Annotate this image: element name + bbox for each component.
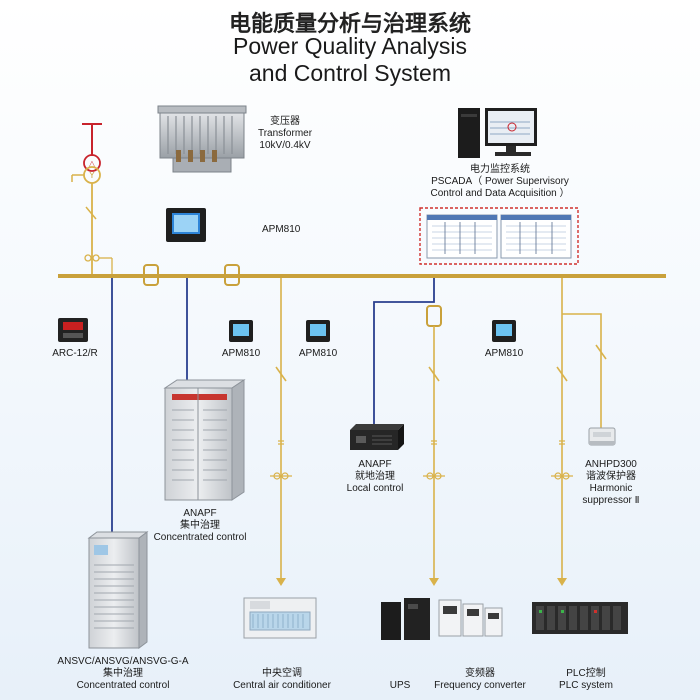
transformer-label-cn: 变压器 <box>270 116 300 127</box>
arc-12r-device-icon <box>58 318 88 342</box>
arc-12r-label: ARC-12/R <box>52 348 98 359</box>
frequency-converter-label-en: Frequency converter <box>434 680 526 691</box>
apm810-meter-3-icon <box>492 320 516 342</box>
transformer-label-en: Transformer <box>257 128 313 139</box>
ups-image <box>381 598 430 640</box>
ansvc-label-desc: Concentrated control <box>76 680 170 691</box>
plc-label-en: PLC system <box>559 680 613 691</box>
ansvc-label-cn: 集中治理 <box>103 668 143 679</box>
anhpd300-label-cn: 谐波保护器 <box>586 471 636 482</box>
transformer-primary-coil-icon <box>83 154 101 172</box>
feeder-branches <box>275 278 607 578</box>
anapf-concentrated-label-cn: 集中治理 <box>180 520 220 531</box>
pscada-screenshot-1 <box>426 214 498 259</box>
aircon-label-cn: 中央空调 <box>262 668 302 679</box>
pscada-workstation-image <box>458 108 537 158</box>
aircon-label-en: Central air conditioner <box>233 680 331 691</box>
pscada-label: 电力监控系统 PSCADA（ Power Supervisory Control… <box>420 164 580 200</box>
signal-lines <box>111 278 435 538</box>
main-busbar <box>58 274 666 278</box>
anhpd300-label: ANHPD300 谐波保护器 Harmonic suppressor Ⅱ <box>568 459 654 507</box>
ansvc-label-model: ANSVC/ANSVG/ANSVG-G-A <box>57 656 189 667</box>
anapf-local-label-desc: Local control <box>346 483 404 494</box>
incoming-feeder: △ Y <box>71 123 113 276</box>
anapf-local-unit-image <box>350 424 404 450</box>
transformer-rating: 10kV/0.4kV <box>259 140 311 151</box>
apm810-label-3: APM810 <box>484 348 524 359</box>
plc-label: PLC控制 PLC system <box>546 668 626 692</box>
branch-ct-symbols <box>270 440 573 480</box>
anapf-concentrated-cabinet-image <box>163 379 246 501</box>
apm810-label-2: APM810 <box>298 348 338 359</box>
central-air-conditioner-image <box>243 597 317 639</box>
feeder-arrows <box>276 578 567 586</box>
title-english-line1: Power Quality Analysis <box>233 33 467 59</box>
apm810-meter-2-icon <box>306 320 330 342</box>
aircon-label: 中央空调 Central air conditioner <box>220 668 344 692</box>
anhpd300-label-model: ANHPD300 <box>585 459 637 470</box>
breaker-switch-icon <box>85 206 97 220</box>
plc-system-image <box>532 602 628 634</box>
ansvc-label: ANSVC/ANSVG/ANSVG-G-A 集中治理 Concentrated … <box>38 656 208 692</box>
pscada-label-en-line1: PSCADA（ Power Supervisory <box>431 176 569 187</box>
ups-label: UPS <box>389 680 411 691</box>
svg-text:△: △ <box>89 159 96 168</box>
apm810-main-meter-icon <box>166 208 206 242</box>
pscada-label-cn: 电力监控系统 <box>470 164 530 175</box>
svg-text:Y: Y <box>89 171 95 180</box>
transformer-label: 变压器 Transformer 10kV/0.4kV <box>240 116 330 152</box>
title-english-line2: and Control System <box>249 60 451 86</box>
pscada-screenshot-2 <box>500 214 572 259</box>
anapf-concentrated-label: ANAPF 集中治理 Concentrated control <box>140 508 260 544</box>
anapf-concentrated-label-en: ANAPF <box>183 508 217 519</box>
anapf-local-label-cn: 就地治理 <box>355 471 395 482</box>
apm810-label-1: APM810 <box>221 348 261 359</box>
transformer-image <box>157 105 247 173</box>
pscada-screens-frame <box>419 207 579 265</box>
anapf-concentrated-label-desc: Concentrated control <box>153 532 247 543</box>
ansvc-cabinet-image <box>87 531 149 649</box>
anapf-local-label-en: ANAPF <box>358 459 392 470</box>
plc-label-cn: PLC控制 <box>566 668 606 679</box>
apm810-main-label: APM810 <box>262 224 301 235</box>
frequency-converter-label: 变频器 Frequency converter <box>420 668 540 692</box>
frequency-converter-image <box>438 599 503 637</box>
frequency-converter-label-cn: 变频器 <box>465 668 495 679</box>
pscada-label-en-line2: Control and Data Acquisition ） <box>430 188 570 199</box>
title-chinese: 电能质量分析与治理系统 <box>228 12 471 37</box>
anhpd300-device-image <box>588 427 616 446</box>
anhpd300-label-en-line2: suppressor Ⅱ <box>582 495 640 506</box>
anapf-local-label: ANAPF 就地治理 Local control <box>335 459 415 495</box>
anhpd300-label-en-line1: Harmonic <box>589 483 633 494</box>
apm810-meter-1-icon <box>229 320 253 342</box>
